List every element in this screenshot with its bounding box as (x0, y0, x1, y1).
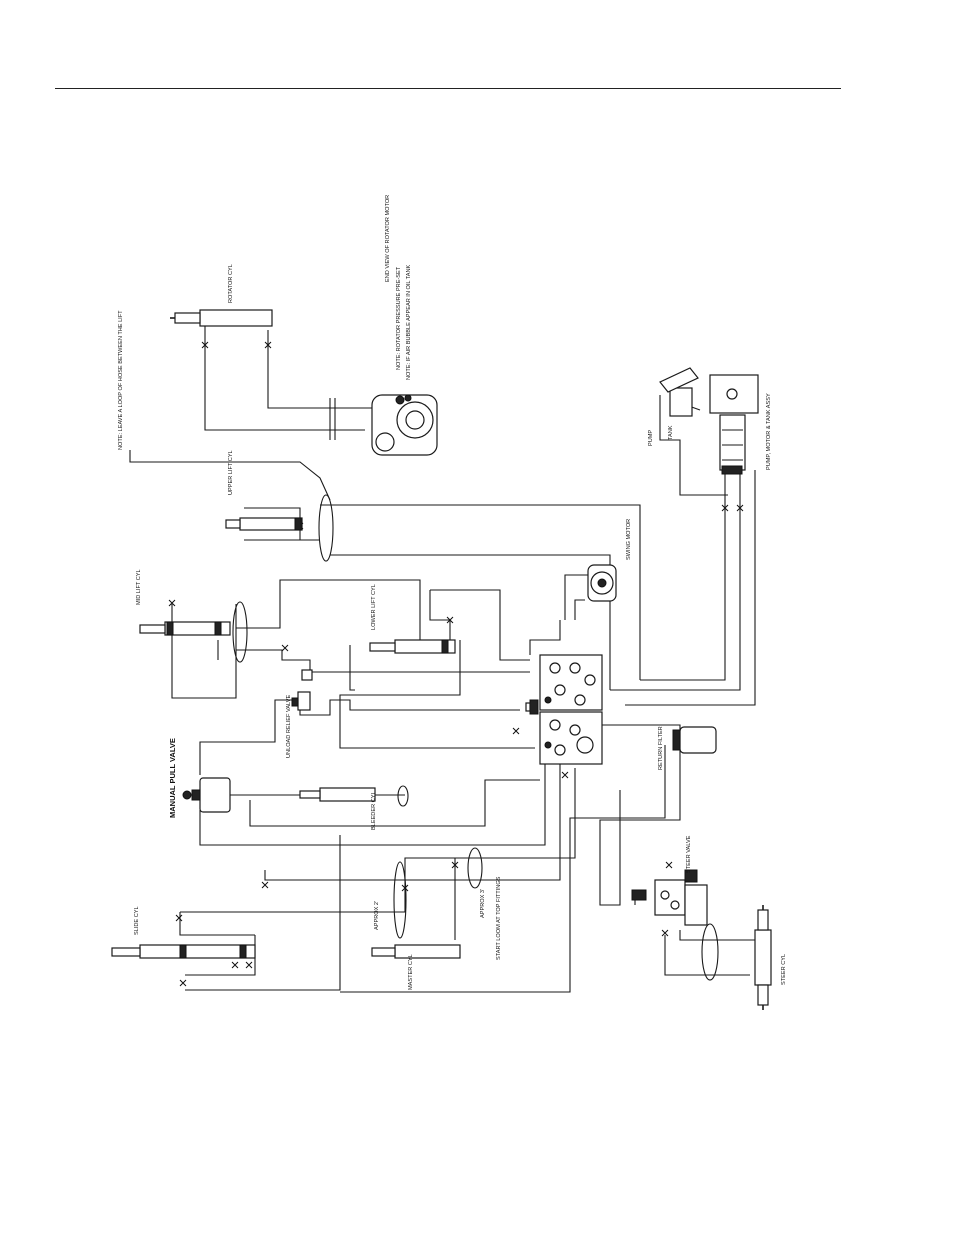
swing-motor-label: SWING MOTOR (626, 519, 632, 560)
note-loop: NOTE: LEAVE A LOOP OF HOSE BETWEEN THE L… (118, 310, 124, 450)
rotator-motor: END VIEW OF ROTATOR MOTOR (329, 195, 438, 456)
pump-motor-tank: PUMP, MOTOR & TANK ASSY PUMP TANK (648, 367, 772, 475)
approx-2-label: APPROX 2' (374, 901, 380, 930)
upper-lift-cyl-label: UPPER LIFT CYL (228, 450, 234, 495)
slide-cylinder: SLIDE CYL (111, 906, 256, 959)
manual-pull-valve: MANUAL PULL VALVE (168, 738, 231, 818)
unload-relief-valve-label: UNLOAD RELIEF VALVE (286, 695, 292, 758)
mid-lift-cyl-label: MID LIFT CYL (136, 569, 142, 605)
rotator-cylinder: ROTATOR CYL (170, 264, 273, 327)
notes: NOTE: LEAVE A LOOP OF HOSE BETWEEN THE L… (118, 265, 412, 450)
mid-lift-cylinder: MID LIFT CYL (136, 569, 231, 636)
steer-valve-label: STEER VALVE (686, 835, 692, 873)
header-rule (55, 88, 841, 89)
bleeder-cylinder: BLEEDER CYL (299, 787, 377, 830)
swing-motor: SWING MOTOR (587, 519, 632, 602)
manual-pull-valve-label: MANUAL PULL VALVE (168, 738, 177, 818)
pump-port-label: PUMP (648, 430, 654, 446)
slide-cyl-label: SLIDE CYL (134, 906, 140, 935)
approx-3-label: APPROX 3' (480, 889, 486, 918)
master-cylinder: MASTER CYL APPROX 2' APPROX 3' START LOO… (371, 876, 502, 990)
start-loom-label: START LOOM AT TOP FITTINGS (496, 876, 502, 960)
lower-lift-cylinder: LOWER LIFT CYL (369, 584, 456, 654)
pump-motor-tank-label: PUMP, MOTOR & TANK ASSY (766, 393, 772, 470)
upper-lift-cylinder: UPPER LIFT CYL (225, 450, 303, 531)
rotator-cyl-label: ROTATOR CYL (228, 264, 234, 303)
steer-valve: STEER VALVE (631, 835, 708, 926)
tank-port-label: TANK (668, 425, 674, 440)
note-rotator-pressure: NOTE: ROTATOR PRESSURE PRE-SET (396, 266, 402, 370)
note-air-bubble: NOTE: IF AIR BUBBLE APPEAR IN OIL TANK (406, 265, 412, 380)
bleeder-cyl-label: BLEEDER CYL (371, 791, 377, 830)
steer-cyl-label: STEER CYL (781, 954, 787, 985)
lower-lift-cyl-label: LOWER LIFT CYL (371, 584, 377, 630)
control-valve-block (525, 654, 603, 765)
hose-looms (232, 494, 719, 981)
steer-cylinder: STEER CYL (754, 905, 787, 1010)
unload-relief-valve: UNLOAD RELIEF VALVE (286, 669, 313, 758)
return-filter: RETURN FILTER (658, 726, 717, 770)
end-view-rotator-label: END VIEW OF ROTATOR MOTOR (385, 195, 391, 282)
hose-lines (129, 318, 760, 993)
master-cyl-label: MASTER CYL (408, 954, 414, 990)
return-filter-label: RETURN FILTER (658, 726, 664, 770)
